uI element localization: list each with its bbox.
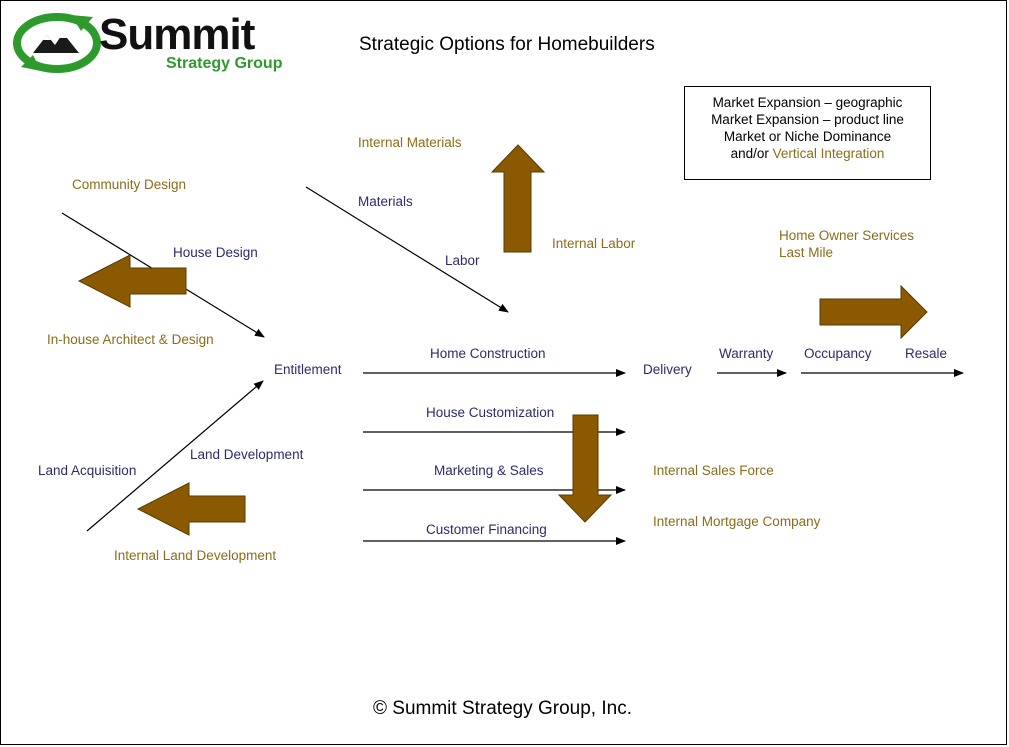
label-house-design: House Design [173,245,258,260]
logo-wordmark: Summit [99,10,255,59]
label-materials: Materials [358,194,413,209]
block-arrow-down-sales [557,414,613,523]
block-arrow-left-land [136,482,246,536]
label-house-customization: House Customization [426,405,555,420]
label-internal-mortgage-company: Internal Mortgage Company [653,514,821,529]
materials-line [305,186,509,313]
copyright-footer: © Summit Strategy Group, Inc. [373,698,632,719]
block-arrow-up-materials [490,144,546,253]
label-customer-financing: Customer Financing [426,522,547,537]
legend-highlight: Vertical Integration [772,146,885,161]
label-resale: Resale [905,346,948,361]
label-internal-labor: Internal Labor [552,236,636,251]
legend-prefix: and/or [730,146,773,161]
page-title: Strategic Options for Homebuilders [359,34,655,55]
label-entitlement: Entitlement [274,362,342,377]
label-home-construction: Home Construction [430,346,546,361]
label-warranty: Warranty [719,346,774,361]
label-land-acquisition: Land Acquisition [38,463,137,478]
label-marketing-sales: Marketing & Sales [434,463,544,478]
label-occupancy: Occupancy [804,346,872,361]
label-internal-materials: Internal Materials [358,135,462,150]
mountain-swoosh-icon [13,13,101,73]
block-arrow-right-services [819,284,928,340]
block-arrow-left-design [77,254,187,308]
label-labor: Labor [445,253,480,268]
label-community-design: Community Design [72,177,187,192]
legend-line-integration: and/or Vertical Integration [685,145,930,162]
label-land-development: Land Development [190,447,304,462]
legend-line-product: Market Expansion – product line [711,112,904,127]
label-inhouse-architect: In-house Architect & Design [47,332,214,347]
label-internal-land-development: Internal Land Development [114,548,277,563]
label-internal-sales-force: Internal Sales Force [653,463,774,478]
label-home-owner-services: Home Owner Services [779,228,915,243]
legend-box: Market Expansion – geographic Market Exp… [684,86,931,180]
logo-tagline: Strategy Group [166,55,283,72]
legend-line-dominance: Market or Niche Dominance [723,129,892,144]
legend-line-geographic: Market Expansion – geographic [712,95,903,110]
label-delivery: Delivery [643,362,692,377]
land-acquisition-line [86,380,264,532]
label-last-mile: Last Mile [779,245,834,260]
